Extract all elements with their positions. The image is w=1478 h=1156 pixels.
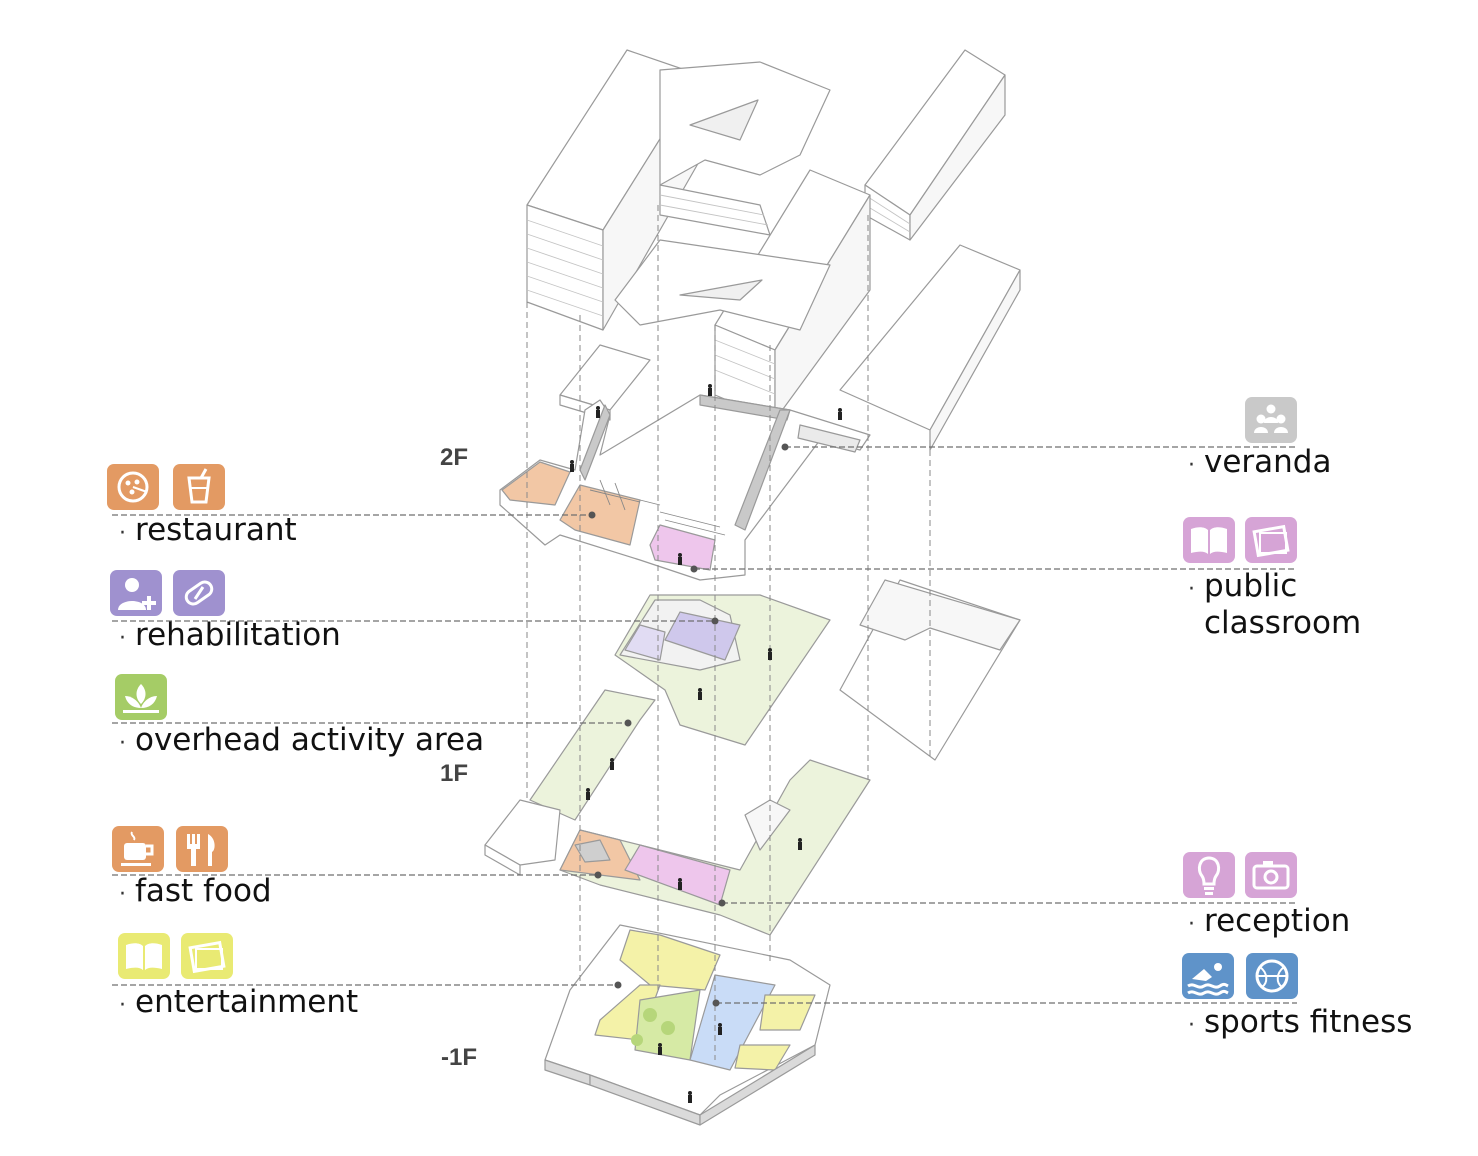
pizza-icon: [107, 464, 159, 510]
floor-label-1f: 1F: [440, 760, 469, 787]
book-icon: [1183, 517, 1235, 563]
leader-dots: [588, 443, 789, 1007]
tower-blocks: [526, 49, 1021, 451]
fork-knife-icon: [176, 826, 228, 872]
book-icon: [118, 933, 170, 979]
label-sports-fitness: sports fitness: [1204, 1004, 1413, 1040]
bullet-veranda: ·: [1188, 453, 1195, 478]
plant-icon: [115, 674, 167, 720]
coffee-cup-icon: [112, 826, 164, 872]
label-restaurant: restaurant: [135, 512, 297, 548]
label-entertainment: entertainment: [135, 984, 359, 1020]
basketball-icon: [1246, 953, 1298, 999]
people-group-icon: [1245, 397, 1297, 443]
bullet-overhead: ·: [119, 731, 126, 756]
lightbulb-icon: [1183, 852, 1235, 898]
bullet-entertainment: ·: [119, 993, 126, 1018]
picture-frame-icon: [1245, 517, 1297, 563]
floor-basement: [544, 924, 831, 1126]
label-public: public: [1204, 568, 1298, 604]
bullet-fast-food: ·: [119, 882, 126, 907]
bullet-reception: ·: [1188, 912, 1195, 937]
floor-1f-upper: [484, 579, 1021, 876]
picture-frame-icon: [181, 933, 233, 979]
bullet-sports-fitness: ·: [1188, 1013, 1195, 1038]
label-overhead-activity-area: overhead activity area: [135, 722, 485, 758]
bullet-rehabilitation: ·: [119, 626, 126, 651]
drink-cup-icon: [173, 464, 225, 510]
label-reception: reception: [1204, 903, 1351, 939]
label-rehabilitation: rehabilitation: [135, 617, 341, 653]
swimming-icon: [1182, 953, 1234, 999]
floor-2f-plate: [499, 394, 871, 581]
pill-icon: [173, 570, 225, 616]
floor-label-2f: 2F: [440, 444, 469, 471]
camera-icon: [1245, 852, 1297, 898]
floor-label-b1: -1F: [441, 1044, 477, 1071]
medical-user-icon: [110, 570, 162, 616]
leader-lines: [112, 446, 1297, 1004]
bullet-restaurant: ·: [119, 521, 126, 546]
people-figures: [570, 384, 842, 1103]
label-classroom: classroom: [1204, 605, 1362, 641]
bullet-public-classroom: ·: [1188, 577, 1195, 602]
label-veranda: veranda: [1204, 444, 1332, 480]
label-fast-food: fast food: [135, 873, 272, 909]
